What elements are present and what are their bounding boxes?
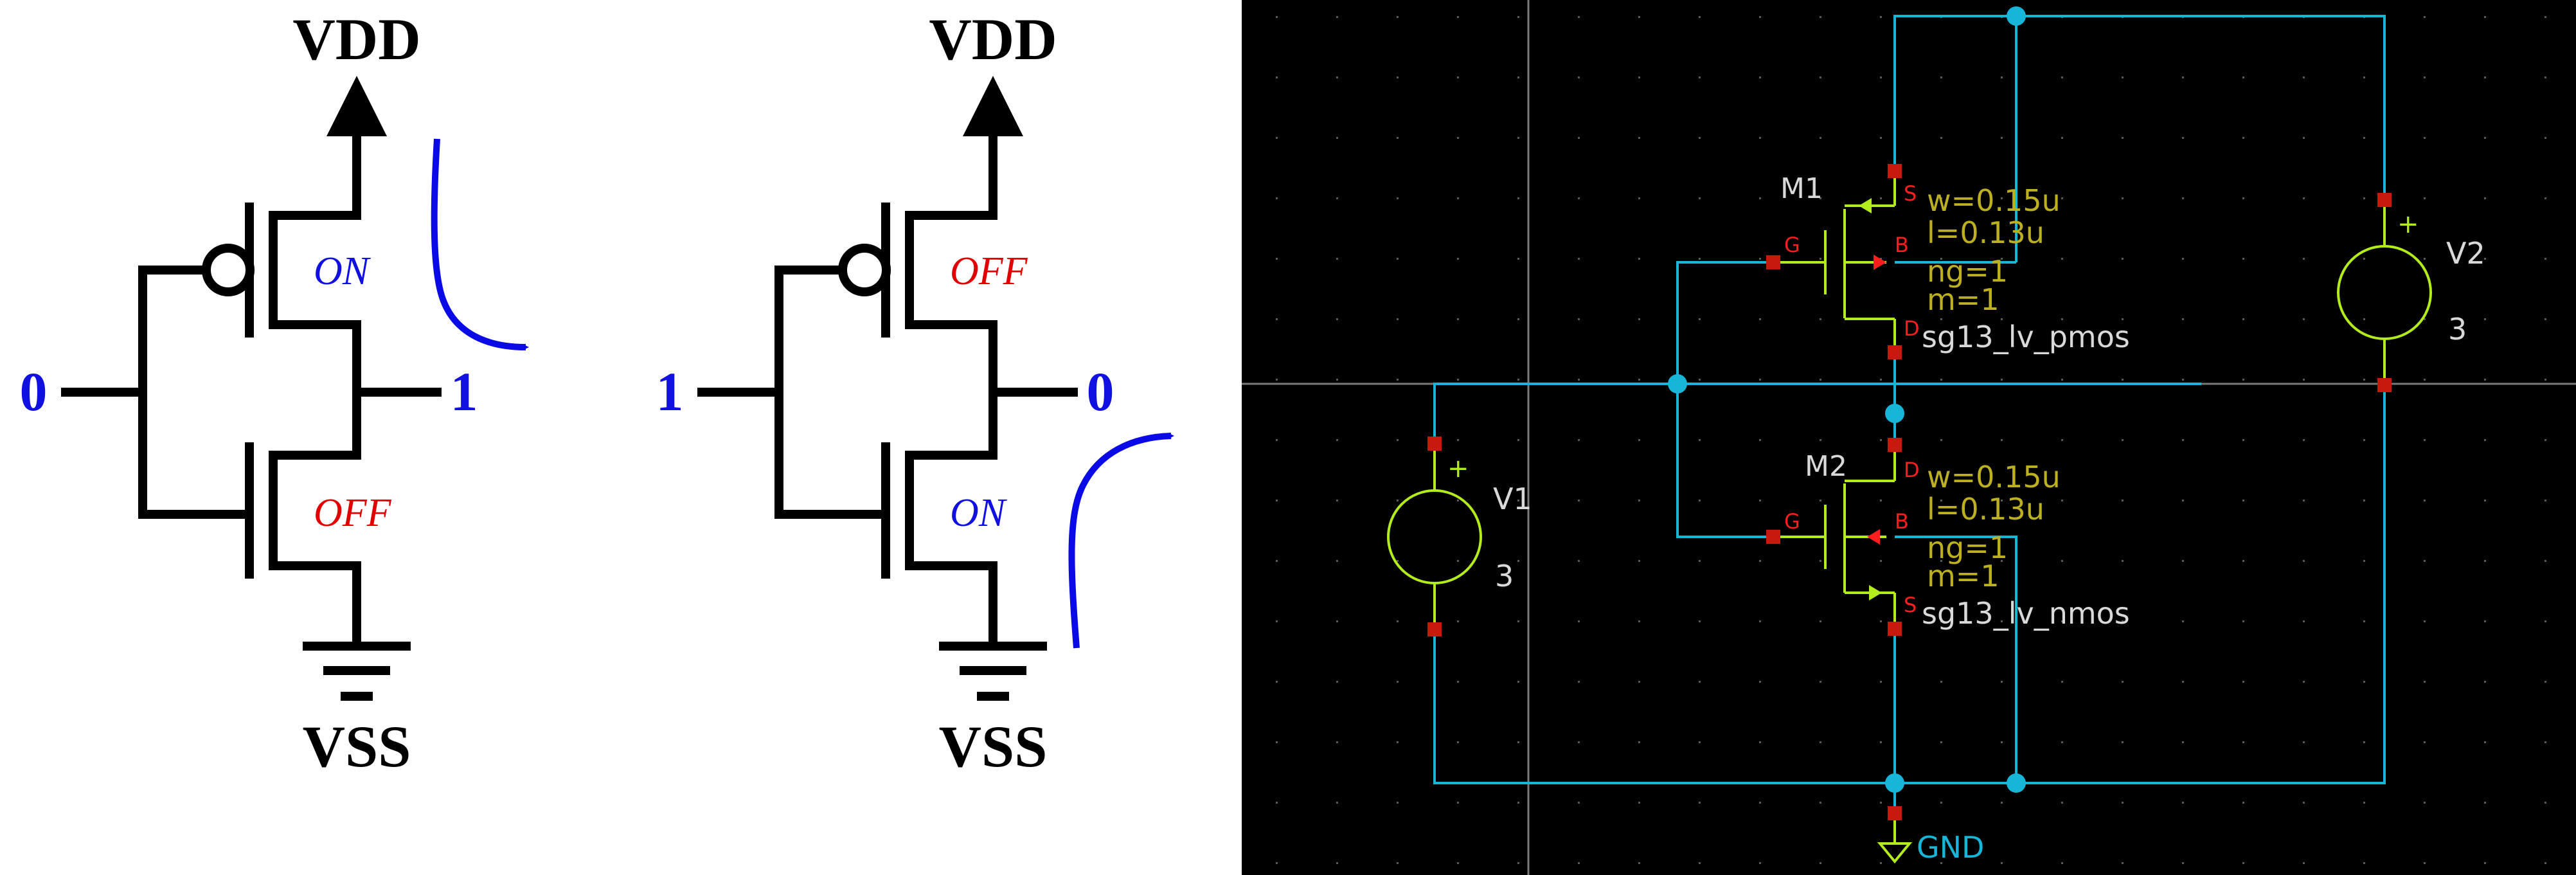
nmos-m2[interactable]: M2 D G B S w=0.15u l=0.13u ng=1 m=1 sg13…	[1766, 438, 2130, 636]
svg-text:+: +	[2397, 210, 2419, 239]
svg-text:ng=1: ng=1	[1927, 254, 2008, 289]
svg-text:3: 3	[2448, 312, 2467, 347]
svg-text:S: S	[1904, 593, 1917, 617]
output-value: 0	[1087, 361, 1114, 422]
input-value: 1	[656, 361, 684, 422]
xschem-schematic-panel: M1 S G B D w=0.15u l=0.13u ng=1 m=1 sg13…	[1242, 0, 2576, 875]
svg-text:M2: M2	[1805, 450, 1847, 483]
current-flow-arrow	[431, 138, 529, 350]
svg-text:+: +	[1447, 454, 1469, 483]
nmos-state: OFF	[314, 491, 392, 535]
vdd-label: VDD	[292, 6, 420, 72]
svg-text:V2: V2	[2446, 236, 2485, 271]
pmos-bubble	[838, 244, 891, 296]
svg-text:V1: V1	[1493, 482, 1532, 516]
svg-text:D: D	[1904, 316, 1920, 341]
vss-label: VSS	[939, 714, 1048, 779]
svg-text:w=0.15u: w=0.15u	[1927, 460, 2061, 494]
input-value: 0	[20, 361, 48, 422]
pmos-state: OFF	[950, 249, 1028, 293]
svg-text:D: D	[1904, 458, 1920, 482]
inverter-low-input: VDD VSS 0 1 ON OFF	[0, 0, 1240, 875]
svg-text:m=1: m=1	[1927, 282, 1999, 317]
nmos-state: ON	[950, 491, 1008, 535]
pmos-m1[interactable]: M1 S G B D w=0.15u l=0.13u ng=1 m=1 sg13…	[1766, 164, 2130, 359]
svg-text:l=0.13u: l=0.13u	[1927, 492, 2044, 527]
svg-text:w=0.15u: w=0.15u	[1927, 183, 2061, 218]
svg-text:G: G	[1784, 233, 1800, 257]
svg-text:sg13_lv_pmos: sg13_lv_pmos	[1922, 320, 2130, 354]
svg-text:sg13_lv_nmos: sg13_lv_nmos	[1922, 596, 2130, 631]
svg-text:M1: M1	[1780, 172, 1823, 205]
voltage-source-v1[interactable]: + V1 3	[1387, 437, 1532, 636]
current-flow-arrow	[1068, 433, 1174, 649]
svg-text:ng=1: ng=1	[1927, 530, 2008, 565]
svg-text:B: B	[1895, 233, 1909, 257]
inverter-high-input: VDD VSS 1 0 OFF ON	[656, 6, 1174, 779]
svg-text:B: B	[1895, 509, 1909, 534]
pmos-bubble	[202, 244, 255, 296]
vss-label: VSS	[303, 714, 411, 779]
svg-text:3: 3	[1495, 559, 1514, 593]
voltage-source-v2[interactable]: + V2 3	[2337, 193, 2485, 392]
vdd-label: VDD	[929, 6, 1057, 72]
pmos-state: ON	[314, 249, 371, 293]
gnd-symbol[interactable]: GND	[1877, 806, 1984, 865]
junctions	[1668, 6, 2026, 793]
vdd-arrow-icon	[963, 76, 1023, 136]
output-value: 1	[451, 361, 478, 422]
vdd-arrow-icon	[326, 76, 387, 136]
svg-text:S: S	[1904, 181, 1917, 206]
svg-text:l=0.13u: l=0.13u	[1927, 215, 2044, 250]
svg-text:GND: GND	[1917, 830, 1984, 865]
svg-text:G: G	[1784, 509, 1800, 534]
svg-text:m=1: m=1	[1927, 559, 1999, 593]
wires	[1433, 15, 2386, 813]
